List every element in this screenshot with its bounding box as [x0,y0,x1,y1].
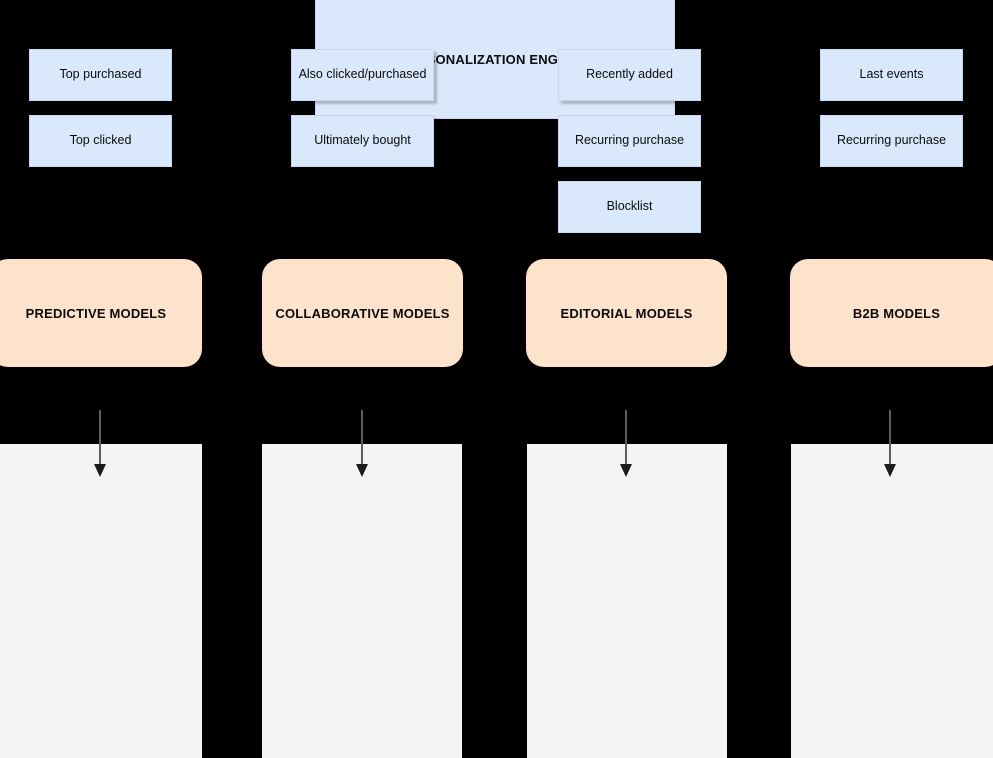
item-list-b2b: Last events Recurring purchase [820,49,963,167]
item-card[interactable]: Recently added [558,49,701,101]
arrow-head [356,464,368,477]
item-list-predictive: Top purchased Top clicked [29,49,172,167]
item-card[interactable]: Top purchased [29,49,172,101]
arrow-head [884,464,896,477]
item-label: Top purchased [59,67,142,82]
model-label-predictive: PREDICTIVE MODELS [25,305,167,321]
arrow-shaft [889,410,891,468]
item-card[interactable]: Ultimately bought [291,115,434,167]
model-label-editorial: EDITORIAL MODELS [560,305,693,321]
arrow-down-icon-editorial [620,410,632,478]
personalization-engine-label: PERSONALIZATION ENGINGE [399,51,591,67]
arrow-down-icon-b2b [884,410,896,478]
arrow-head [94,464,106,477]
item-list-editorial: Recently added Recurring purchase Blockl… [558,49,701,233]
arrow-down-icon-collaborative [356,410,368,478]
item-card[interactable]: Recurring purchase [820,115,963,167]
item-label: Ultimately bought [314,133,411,148]
item-label: Blocklist [606,199,653,214]
column-panel-b2b [791,444,993,758]
arrow-shaft [625,410,627,468]
arrow-shaft [99,410,101,468]
model-box-editorial[interactable]: EDITORIAL MODELS [526,259,727,367]
model-box-collaborative[interactable]: COLLABORATIVE MODELS [262,259,463,367]
item-label: Also clicked/purchased [298,67,427,82]
item-label: Recurring purchase [574,133,685,148]
model-label-collaborative: COLLABORATIVE MODELS [275,305,450,321]
item-label: Top clicked [69,133,132,148]
model-box-b2b[interactable]: B2B MODELS [790,259,993,367]
column-panel-editorial [527,444,727,758]
item-card[interactable]: Recurring purchase [558,115,701,167]
model-box-predictive[interactable]: PREDICTIVE MODELS [0,259,202,367]
item-label: Recently added [586,67,673,82]
item-label: Recurring purchase [836,133,947,148]
item-card[interactable]: Blocklist [558,181,701,233]
column-panel-predictive [0,444,202,758]
item-list-collaborative: Also clicked/purchased Ultimately bought [291,49,434,167]
item-card[interactable]: Top clicked [29,115,172,167]
item-card[interactable]: Last events [820,49,963,101]
column-panel-collaborative [262,444,462,758]
item-card[interactable]: Also clicked/purchased [291,49,434,101]
arrow-down-icon-predictive [94,410,106,478]
arrow-shaft [361,410,363,468]
model-label-b2b: B2B MODELS [852,305,941,321]
item-label: Last events [859,67,924,82]
arrow-head [620,464,632,477]
